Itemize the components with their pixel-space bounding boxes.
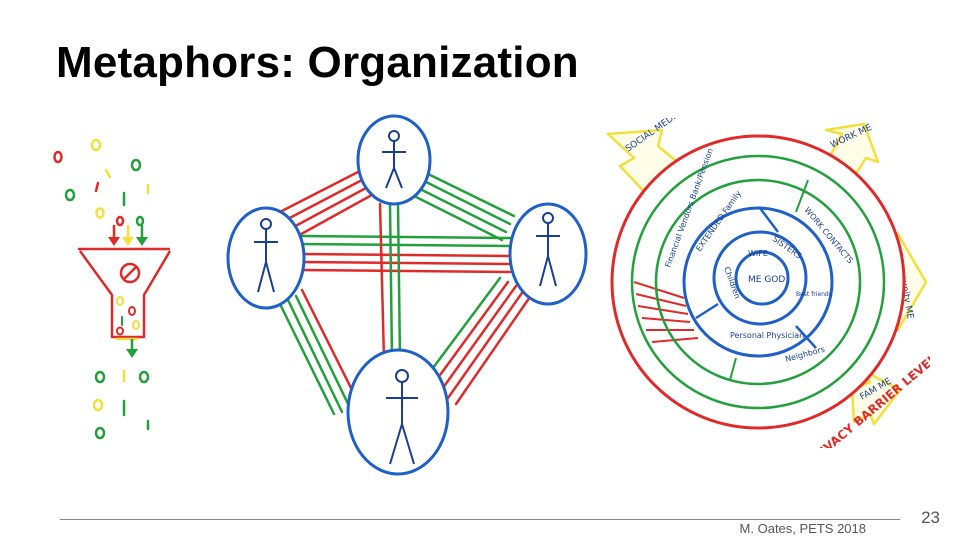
- svg-text:ME GOD: ME GOD: [748, 275, 785, 285]
- footer-divider: [60, 519, 900, 520]
- funnel-filter-drawing: [53, 138, 172, 440]
- fam-me-arrow: [850, 370, 902, 426]
- incoming-items: [53, 138, 150, 227]
- people-network-drawing: [226, 114, 588, 476]
- filtered-items: [116, 296, 140, 336]
- funnel-icon: [78, 247, 172, 339]
- output-items: [92, 369, 150, 440]
- privacy-circles-drawing: SOCIAL MEDIA ME WORK ME Community ME FAM…: [606, 118, 930, 448]
- relationship-rings: [654, 178, 862, 386]
- svg-text:Best friends: Best friends: [796, 291, 832, 298]
- person-node-right: [508, 202, 588, 306]
- person-node-left: [226, 206, 306, 310]
- sort-arrows: [108, 225, 148, 246]
- person-node-bottom: [346, 348, 450, 476]
- page-number: 23: [921, 508, 940, 527]
- person-node-top: [356, 114, 432, 206]
- slide-title: Metaphors: Organization: [56, 38, 579, 87]
- footer-citation: M. Oates, PETS 2018: [739, 521, 866, 536]
- connections: [274, 170, 534, 416]
- svg-text:Personal Physician: Personal Physician: [730, 331, 804, 340]
- output-arrow: [116, 337, 138, 358]
- svg-text:WIFE: WIFE: [748, 249, 768, 258]
